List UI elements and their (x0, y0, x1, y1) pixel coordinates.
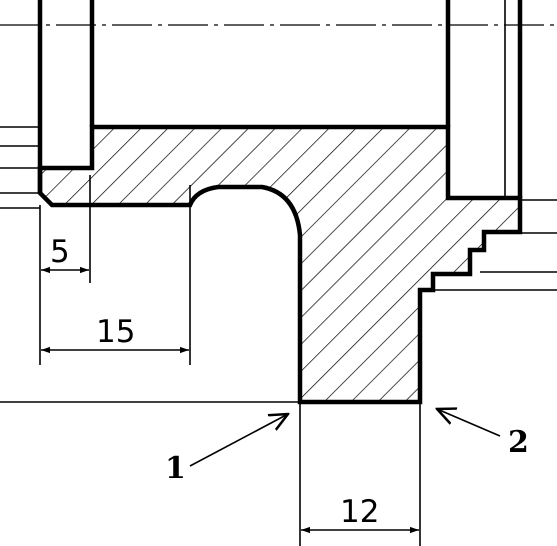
leader-line-1 (189, 414, 288, 467)
leader-line-2 (437, 409, 501, 437)
dim-label-12: 12 (340, 494, 379, 530)
part-outline (37, 124, 523, 405)
leader-label-1: 1 (165, 451, 186, 486)
dim-label-15: 15 (96, 314, 135, 350)
hatched-section (40, 127, 520, 402)
dim-label-5: 5 (50, 234, 70, 270)
leader-label-2: 2 (508, 425, 529, 460)
